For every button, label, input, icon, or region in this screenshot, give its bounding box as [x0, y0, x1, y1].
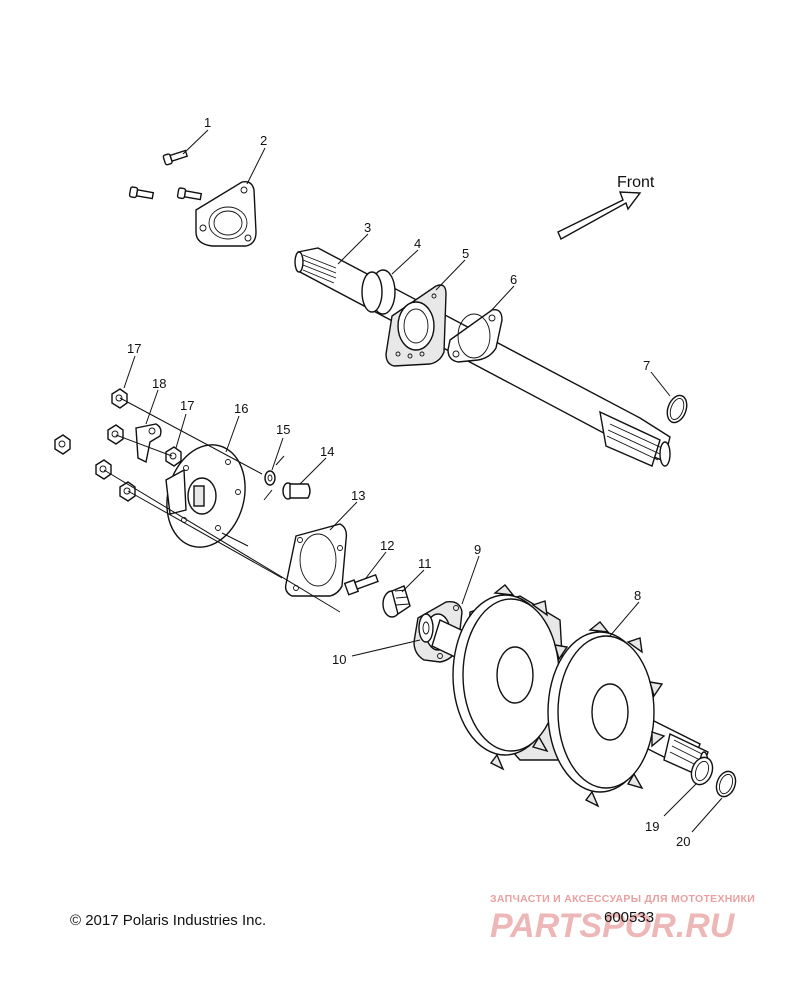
gear-part-11 [382, 585, 411, 618]
watermark-logo: PARTSPOR.RU [490, 907, 736, 945]
callout-2: 2 [260, 133, 267, 148]
callout-6: 6 [510, 272, 517, 287]
copyright-text: © 2017 Polaris Industries Inc. [70, 912, 267, 929]
bearing-part-4 [361, 269, 396, 315]
callout-1: 1 [204, 115, 211, 130]
ring-part-20 [715, 770, 737, 798]
watermark-tagline: ЗАПЧАСТИ И АКСЕССУАРЫ ДЛЯ МОТОТЕХНИКИ [490, 893, 756, 905]
nuts-part-17 [54, 388, 182, 502]
disc-hub-part-16 [165, 444, 246, 548]
bearing-cup-part-19 [690, 756, 714, 786]
bearing-housing-part-5 [385, 284, 447, 367]
callout-14: 14 [320, 444, 334, 459]
bolt-part-1 [128, 149, 203, 201]
callout-19: 19 [645, 819, 659, 834]
gasket-plate-part-13 [284, 523, 348, 597]
front-arrow: Front [557, 174, 655, 240]
callout-18: 18 [152, 376, 166, 391]
assembly-lines [103, 397, 341, 613]
callout-4: 4 [414, 236, 421, 251]
front-label: Front [617, 174, 655, 191]
callouts: 1 2 3 4 5 6 7 8 9 10 11 12 13 14 15 16 1 [123, 115, 723, 849]
callout-15: 15 [276, 422, 290, 437]
sprocket-assembly-part-8 [431, 584, 709, 808]
callout-11: 11 [418, 556, 432, 571]
callout-7: 7 [643, 358, 650, 373]
callout-3: 3 [364, 220, 371, 235]
flange-plate-part-6 [447, 309, 503, 363]
bolt-part-12 [343, 573, 379, 596]
flange-plate-part-2 [195, 180, 257, 247]
callout-17b: 17 [180, 398, 194, 413]
callout-13: 13 [351, 488, 365, 503]
callout-17a: 17 [127, 341, 141, 356]
o-ring-part-7 [666, 394, 688, 424]
callout-9: 9 [474, 542, 481, 557]
diagram-number: 600533 [604, 909, 655, 926]
callout-10: 10 [332, 652, 346, 667]
callout-8: 8 [634, 588, 641, 603]
bearing-part-10 [418, 613, 434, 643]
callout-5: 5 [462, 246, 469, 261]
bracket-part-18 [135, 423, 162, 464]
washer-part-15 [264, 470, 276, 486]
svg-text:PARTSPOR.RU: PARTSPOR.RU [490, 907, 736, 945]
callout-20: 20 [676, 834, 690, 849]
callout-16: 16 [234, 401, 248, 416]
callout-12: 12 [380, 538, 394, 553]
rivet-part-14 [282, 482, 311, 500]
